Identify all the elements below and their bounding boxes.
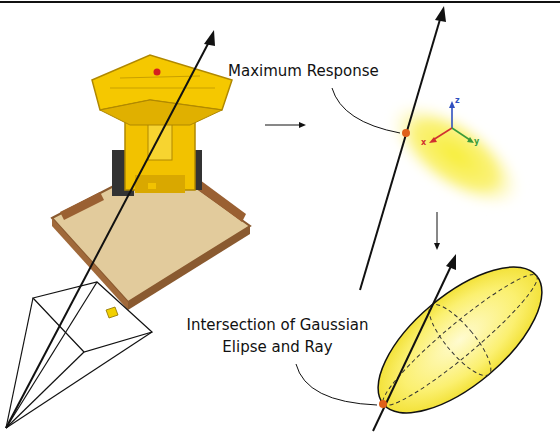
leader-line	[296, 364, 377, 405]
sample-ray	[360, 16, 441, 290]
gaussian-ellipsoid	[354, 241, 560, 432]
flow-arrowhead	[299, 122, 306, 128]
camera-frustum	[6, 282, 152, 428]
top-rule	[0, 1, 560, 3]
ray-arrowhead	[446, 254, 456, 270]
axis-label: z	[455, 95, 460, 107]
axis-label: x	[421, 137, 426, 149]
intersection-point	[379, 400, 387, 408]
callout-label: Maximum Response	[228, 62, 379, 81]
gaussian-blob	[370, 81, 539, 229]
callout-label: Intersection of Gaussian Elipse and Ray	[170, 314, 385, 358]
flow-arrow	[265, 125, 300, 126]
bulldozer-render	[52, 55, 250, 310]
sample-ray	[373, 264, 452, 431]
camera-ray	[6, 40, 210, 428]
ray-arrowhead	[435, 6, 446, 22]
flow-arrow	[437, 212, 438, 244]
flow-arrowhead	[434, 243, 440, 250]
axis-label: y	[474, 136, 479, 148]
leader-line	[332, 88, 400, 133]
axis-gizmo	[429, 101, 474, 143]
max-response-point	[402, 129, 410, 137]
ray-arrowhead	[204, 30, 215, 46]
pixel-marker	[106, 307, 118, 318]
